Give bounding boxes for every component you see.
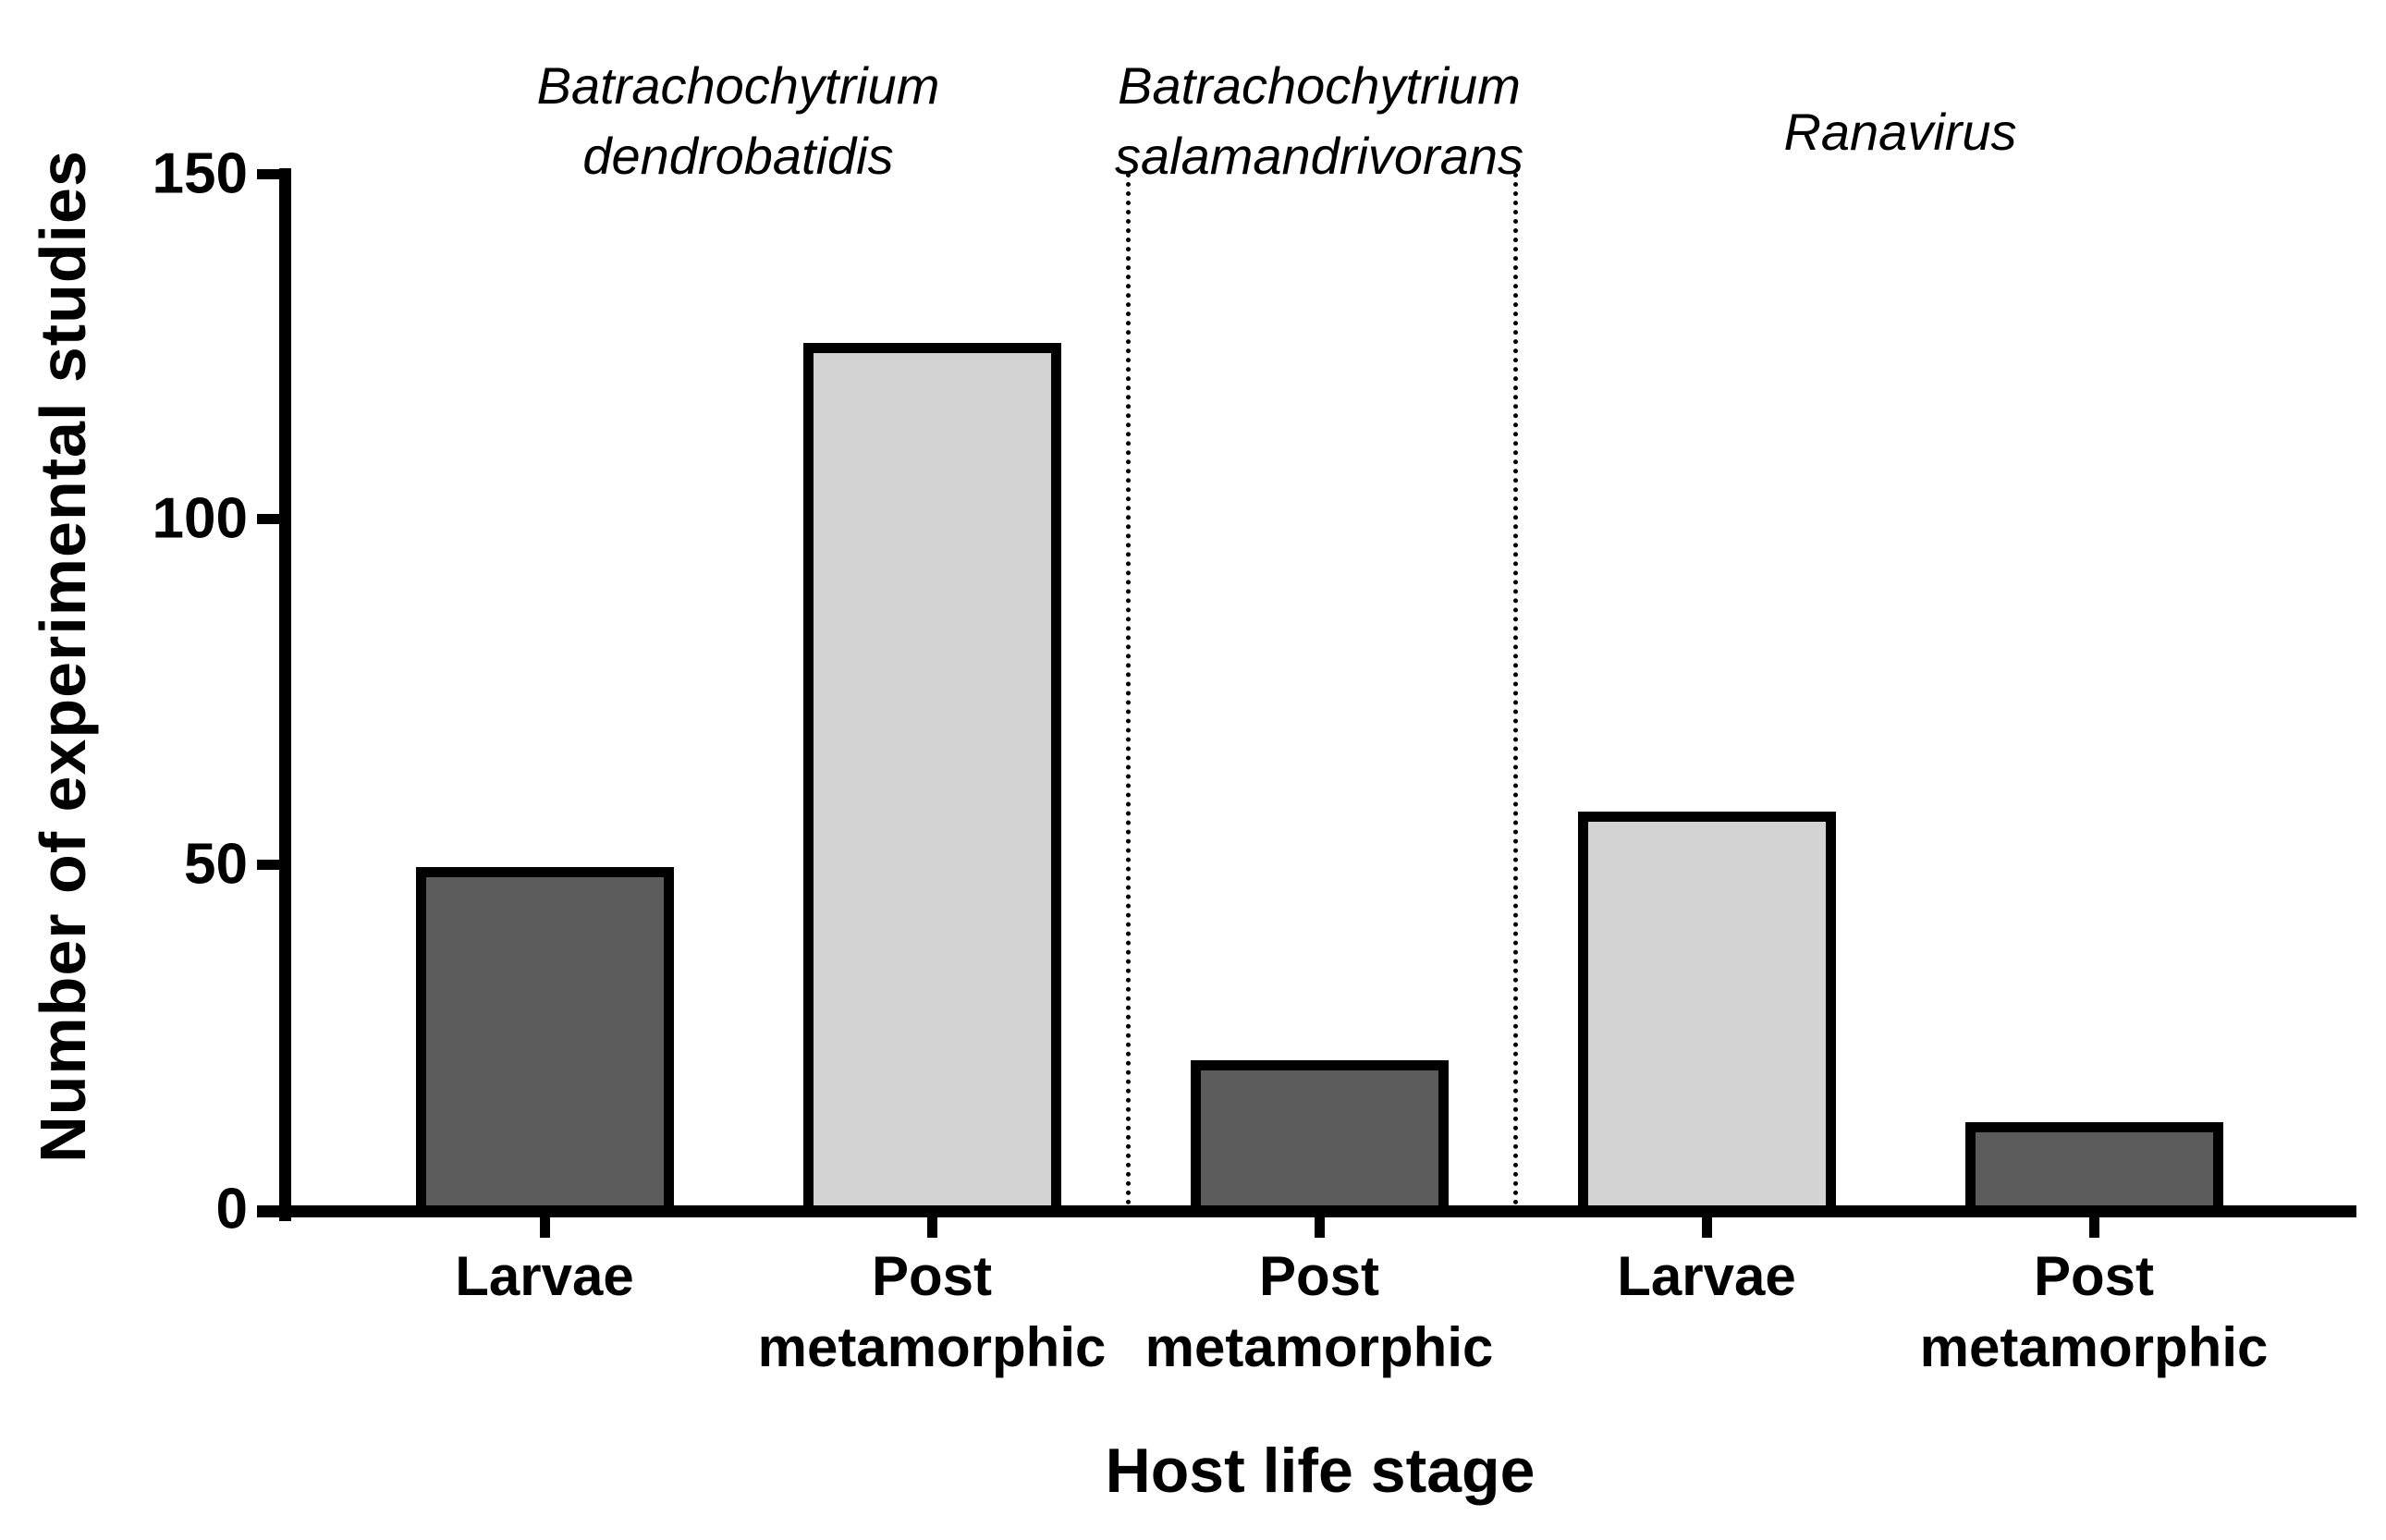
y-tick-label: 150 [152,141,248,206]
y-tick-mark [257,514,279,525]
x-axis-line [257,1205,2356,1217]
y-tick-label: 0 [215,1177,248,1241]
group-header: Ranavirus [1783,103,2017,161]
x-tick-mark [927,1217,937,1238]
group-separator-dotted-line [1512,173,1518,1205]
bar [802,342,1061,1205]
bar [1577,812,1836,1205]
x-tick-mark [540,1217,550,1238]
x-category-label: Post metamorphic [1919,1245,2269,1378]
bar [415,867,674,1205]
x-axis-title: Host life stage [1105,1436,1536,1506]
x-tick-mark [1702,1217,1712,1238]
y-axis-title: Number of experimental studies [27,150,99,1163]
x-tick-mark [2089,1217,2099,1238]
y-tick-label: 100 [152,486,248,551]
x-category-label: Larvae [1617,1245,1796,1307]
y-tick-mark [257,859,279,870]
x-category-label: Post metamorphic [1144,1245,1494,1378]
bar [1190,1060,1449,1205]
group-header: Batrachochytrium salamandrivorans [1115,56,1523,185]
y-tick-mark [257,169,279,179]
x-category-label: Larvae [455,1245,634,1307]
x-tick-mark [1315,1217,1325,1238]
x-category-label: Post metamorphic [757,1245,1107,1378]
group-separator-dotted-line [1125,173,1131,1205]
y-tick-label: 50 [184,832,248,897]
bar [1964,1122,2223,1205]
group-header: Batrachochytrium dendrobatidis [536,56,940,185]
y-axis-line [279,168,291,1221]
